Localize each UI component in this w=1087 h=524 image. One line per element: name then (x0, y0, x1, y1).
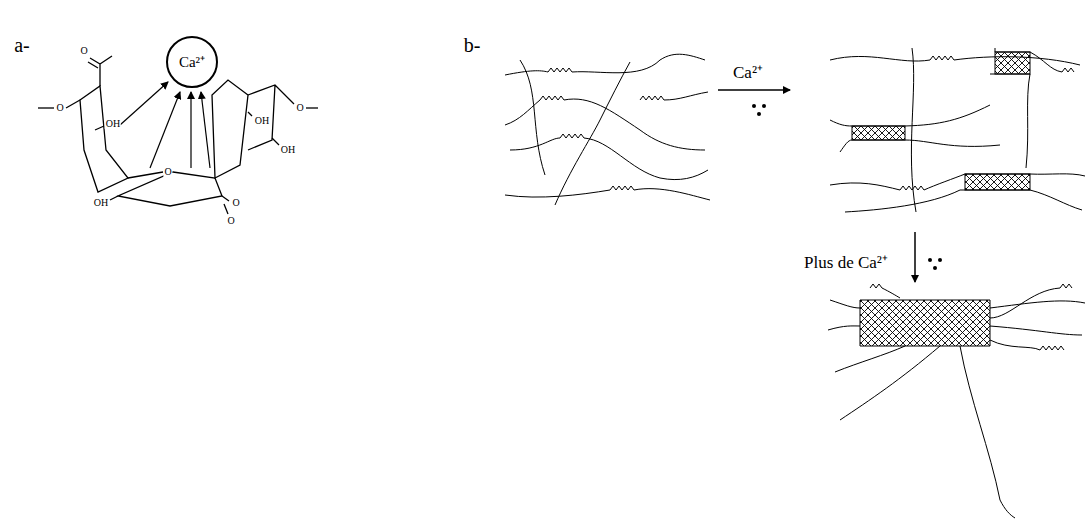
polymer-chain (830, 105, 990, 126)
hydroxyl-bond (95, 126, 104, 130)
atom-label: O (295, 103, 304, 113)
group-label: OH (254, 116, 270, 126)
coordination-arrow (190, 92, 191, 168)
polymer-chain (505, 54, 705, 75)
polymer-chain (835, 346, 905, 372)
egg-box-junction (852, 126, 905, 140)
group-label: OH (105, 119, 121, 129)
atom-label: O (226, 216, 235, 226)
polymer-chains (830, 48, 1085, 212)
polymer-chain (505, 186, 710, 200)
polymer-chains (505, 54, 710, 205)
glycosidic-bond (306, 107, 318, 108)
sugar-ring (212, 80, 248, 178)
coordination-arrow (201, 92, 210, 168)
ion-circle: Ca²⁺ (166, 36, 218, 88)
atom-label: O (231, 198, 240, 208)
reagent-label: Ca²⁺ (732, 64, 764, 81)
calcium-dot (938, 258, 942, 262)
group-label: OH (93, 198, 109, 208)
calcium-dot (757, 112, 761, 116)
panel-letter: b- (463, 35, 482, 55)
coordination-arrow (120, 82, 168, 125)
hydroxyl-bond (110, 196, 118, 200)
calcium-dot (762, 104, 766, 108)
coordination-arrows (120, 82, 210, 168)
group-label: OH (280, 145, 296, 155)
hydroxyl-bond (272, 138, 279, 145)
polymer-chain (840, 346, 940, 420)
polymer-chain (990, 301, 1085, 308)
reaction-arrows (718, 90, 915, 282)
polymer-chain (911, 48, 916, 212)
polymer-chain (828, 326, 860, 330)
coordination-arrow (150, 92, 180, 168)
polymer-chain (845, 190, 1082, 212)
carboxyl-group (222, 196, 229, 214)
polymer-chain (830, 174, 1085, 190)
calcium-dot (933, 266, 937, 270)
polymer-chain (990, 340, 1064, 350)
hydroxyl-bond (248, 112, 252, 116)
calcium-dots (752, 104, 942, 270)
polymer-chain (960, 346, 1015, 518)
polymer-chain (830, 300, 860, 308)
polymer-chain (520, 60, 545, 175)
ion-label: Ca²⁺ (179, 55, 205, 70)
egg-box-junction (965, 174, 1030, 190)
atom-label: O (79, 46, 88, 56)
polymer-chain (990, 326, 1082, 335)
carboxyl-group (88, 56, 112, 86)
egg-box-junctions (860, 300, 990, 346)
calcium-dot (752, 104, 756, 108)
atom-label: O (55, 103, 64, 113)
panel-letter: a- (13, 35, 31, 55)
sugar-ring (80, 86, 128, 192)
glycosidic-bond (66, 100, 80, 108)
egg-box-junction (860, 300, 990, 346)
sugar-ring (248, 85, 294, 150)
calcium-dot (928, 258, 932, 262)
polymer-chains (828, 284, 1085, 518)
reaction-arrow (718, 89, 790, 91)
glycosidic-bond (38, 107, 54, 108)
egg-box-junctions (852, 52, 1030, 190)
reaction-arrow (914, 232, 916, 282)
polymer-chain (870, 284, 900, 298)
polymer-chain (640, 92, 708, 100)
sugar-ring (118, 172, 222, 206)
egg-box-junction (995, 52, 1030, 74)
polymer-chain (555, 62, 630, 205)
polymer-chain (990, 284, 1072, 318)
reagent-label: Plus de Ca²⁺ (803, 254, 889, 271)
polymer-chain (840, 140, 1000, 152)
polymer-chain (990, 74, 1030, 168)
atom-label: O (163, 167, 172, 177)
